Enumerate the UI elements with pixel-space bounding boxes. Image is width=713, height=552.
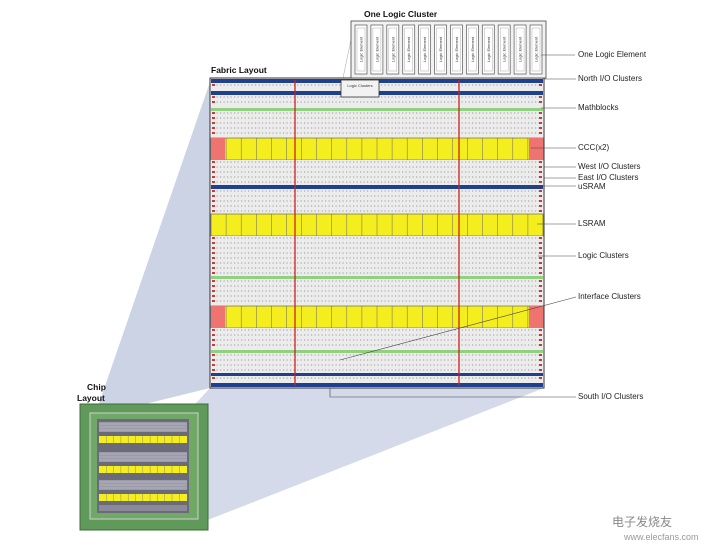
logic-element-text: Logic Element — [454, 36, 459, 62]
logic-element: Logic Element — [386, 24, 400, 75]
logic-cluster-rows — [211, 236, 543, 276]
mathblock-band — [211, 350, 543, 353]
logic-cluster-highlight — [340, 79, 380, 98]
label-logic-element: One Logic Element — [578, 50, 647, 59]
logic-element-text: Logic Element — [422, 36, 427, 62]
logic-cluster-callout-text: Logic Clusters — [347, 83, 373, 88]
logic-element: Logic Element — [354, 24, 368, 75]
watermark-brand: 电子发烧友 — [612, 515, 673, 529]
ccc-block — [211, 306, 225, 328]
label-logic-clusters: Logic Clusters — [578, 251, 629, 260]
logic-cluster-rows — [211, 189, 543, 214]
mathblock-band — [211, 276, 543, 279]
logic-cluster-rows — [211, 376, 543, 383]
label-west-io: West I/O Clusters — [578, 162, 641, 171]
logic-element-text: Logic Element — [502, 36, 507, 62]
fabric-layout-title: Fabric Layout — [211, 65, 267, 75]
mathblock-band — [211, 108, 543, 111]
logic-element-text: Logic Element — [374, 36, 379, 62]
lsram-row — [210, 213, 544, 237]
label-south-io: South I/O Clusters — [578, 392, 644, 401]
logic-element-text: Logic Element — [534, 36, 539, 62]
logic-element: Logic Element — [434, 24, 447, 75]
projection-shading-right — [185, 388, 544, 525]
logic-element: Logic Element — [513, 24, 527, 75]
label-mathblocks: Mathblocks — [578, 103, 619, 112]
fabric-rows — [210, 79, 544, 387]
logic-cluster-title: One Logic Cluster — [364, 9, 438, 19]
logic-element-text: Logic Element — [486, 36, 491, 62]
logic-element: Logic Element — [370, 24, 384, 75]
logic-cluster-rows — [211, 111, 543, 138]
logic-element: Logic Element — [402, 24, 416, 75]
logic-element-text: Logic Element — [359, 36, 364, 62]
ccc-block — [529, 138, 543, 160]
logic-element: Logic Element — [466, 24, 479, 75]
logic-element: Logic Element — [418, 24, 431, 75]
chip-title-line1: Chip — [87, 382, 106, 392]
logic-element-text: Logic Element — [518, 36, 523, 62]
chip-rows — [99, 422, 187, 511]
io-band — [211, 373, 543, 376]
chip-bottom-row — [99, 505, 187, 511]
watermark-url: www.elecfans.com — [624, 532, 699, 542]
lsram-row — [210, 305, 544, 329]
projection-shading — [95, 82, 210, 415]
logic-element: Logic Element — [481, 24, 495, 75]
logic-cluster-detail — [350, 20, 547, 79]
label-north-io: North I/O Clusters — [578, 74, 643, 83]
logic-cluster-rows — [211, 353, 543, 373]
logic-element: Logic Element — [529, 24, 543, 75]
logic-element-text: Logic Element — [470, 36, 475, 62]
logic-element: Logic Element — [450, 24, 463, 75]
logic-cluster-rows — [211, 95, 543, 108]
logic-cluster-rows — [211, 160, 543, 185]
logic-elements: Logic Element Logic Element Logic Element L… — [354, 24, 543, 75]
ccc-block — [211, 138, 225, 160]
ccc-block — [529, 306, 543, 328]
label-east-io: East I/O Clusters — [578, 173, 639, 182]
logic-element-text: Logic Element — [438, 36, 443, 62]
label-lsram: LSRAM — [578, 219, 606, 228]
logic-element-text: Logic Element — [406, 36, 411, 62]
lsram-row — [210, 137, 544, 161]
label-usram: uSRAM — [578, 182, 606, 191]
logic-cluster-rows — [211, 279, 543, 306]
logic-element: Logic Element — [497, 24, 511, 75]
chip-title-line2: Layout — [77, 393, 105, 403]
logic-element-text: Logic Element — [390, 36, 395, 62]
usram-band — [211, 185, 543, 189]
south-io-band — [211, 383, 543, 387]
label-interface-clusters: Interface Clusters — [578, 292, 641, 301]
logic-cluster-rows — [211, 328, 543, 350]
label-ccc: CCC(x2) — [578, 143, 610, 152]
